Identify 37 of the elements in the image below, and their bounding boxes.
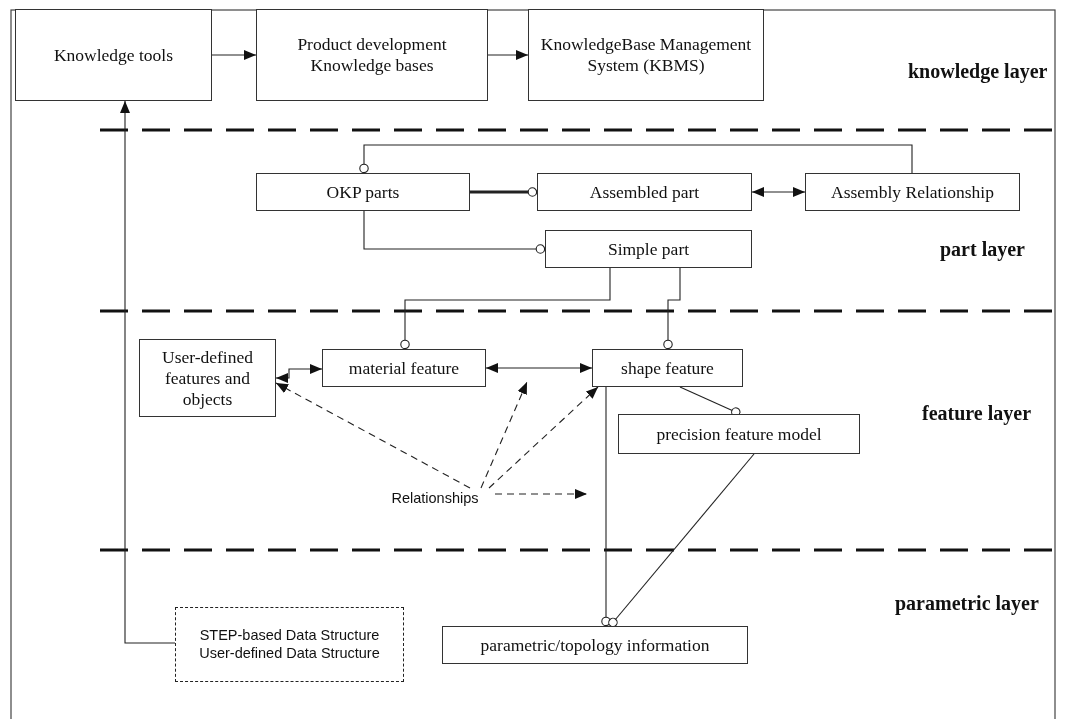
dashed-arrow (494, 489, 588, 499)
process-box: material feature (322, 349, 486, 387)
dashed-arrow (275, 382, 471, 489)
process-box: shape feature (592, 349, 743, 387)
process-box: Simple part (545, 230, 752, 268)
arrow (487, 50, 529, 60)
connector (359, 144, 913, 174)
layer-label: knowledge layer (908, 60, 1048, 83)
arrow (751, 187, 806, 197)
node-text: User-defined Data Structure (199, 644, 380, 662)
relationships-label: Relationships (375, 488, 495, 510)
connector (470, 187, 538, 197)
process-box: Assembly Relationship (805, 173, 1020, 211)
dashed-arrow (480, 381, 528, 489)
process-box: Product development Knowledge bases (256, 9, 488, 101)
layer-label: parametric layer (895, 592, 1039, 615)
process-box: OKP parts (256, 173, 470, 211)
data-structure-box (175, 607, 404, 682)
arrow (485, 363, 593, 373)
layer-label: part layer (940, 238, 1025, 261)
process-box: KnowledgeBase Management System (KBMS) (528, 9, 764, 101)
process-box: Knowledge tools (15, 9, 212, 101)
process-box: Assembled part (537, 173, 752, 211)
connector (363, 210, 546, 254)
connector (663, 267, 681, 350)
process-box: precision feature model (618, 414, 860, 454)
arrow (120, 100, 176, 644)
node-text: STEP-based Data Structure (199, 627, 380, 645)
arrow (275, 364, 323, 383)
process-box: User-defined features and objects (139, 339, 276, 417)
arrow (211, 50, 257, 60)
connector (400, 267, 611, 350)
process-box: parametric/topology information (442, 626, 748, 664)
layer-label: feature layer (922, 402, 1032, 425)
connector (601, 386, 611, 627)
connector (608, 453, 755, 628)
dashed-arrow (488, 386, 599, 489)
